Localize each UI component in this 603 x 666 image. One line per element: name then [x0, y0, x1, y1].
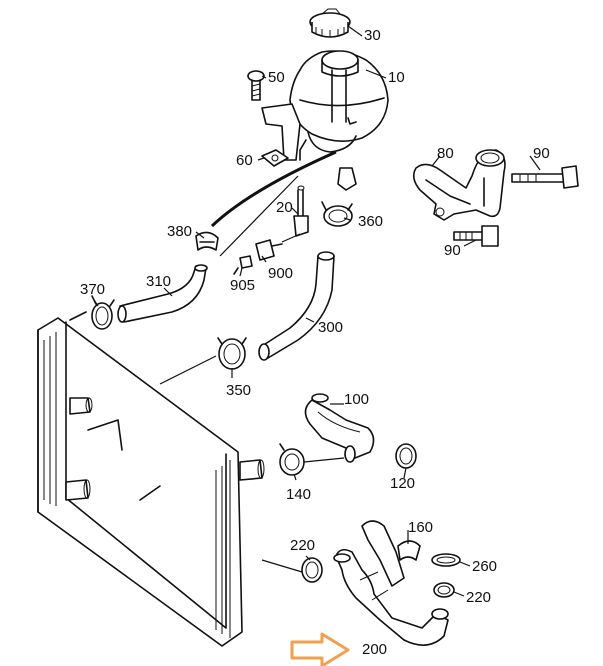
label-300: 300	[318, 319, 343, 336]
part-220-o-ring-right[interactable]	[433, 582, 455, 598]
label-60: 60	[236, 152, 253, 169]
part-120-o-ring[interactable]	[395, 443, 417, 469]
part-310-hose[interactable]	[117, 264, 208, 323]
label-50: 50	[268, 69, 285, 86]
part-30-reservoir-cap[interactable]	[309, 8, 351, 38]
label-80: 80	[437, 145, 454, 162]
label-30: 30	[364, 27, 381, 44]
label-900: 900	[268, 265, 293, 282]
label-220-right: 220	[466, 589, 491, 606]
label-260: 260	[472, 558, 497, 575]
part-900-sensor[interactable]	[255, 239, 283, 261]
part-220-o-ring-left[interactable]	[301, 557, 323, 583]
label-100: 100	[344, 391, 369, 408]
label-120: 120	[390, 475, 415, 492]
part-90-bolt-short[interactable]	[453, 225, 499, 247]
part-260-clamp[interactable]	[431, 553, 461, 567]
part-905-plug[interactable]	[233, 255, 253, 275]
radiator-core[interactable]	[37, 311, 265, 647]
part-100-hose[interactable]	[304, 393, 375, 463]
label-200: 200	[362, 641, 387, 658]
part-10-expansion-tank[interactable]	[261, 50, 389, 191]
label-360: 360	[358, 213, 383, 230]
label-160: 160	[408, 519, 433, 536]
label-350: 350	[226, 382, 251, 399]
part-360-clamp[interactable]	[321, 201, 353, 227]
part-20-level-sensor[interactable]	[293, 185, 309, 237]
highlight-arrow	[290, 632, 350, 666]
part-300-hose[interactable]	[258, 251, 335, 361]
part-labels: 30 10 50 60 80 90 90 20 360 380 900 905 …	[80, 27, 550, 658]
part-160-clamp[interactable]	[397, 540, 421, 561]
label-90-top: 90	[533, 145, 550, 162]
part-90-bolt-long[interactable]	[511, 165, 579, 189]
part-380-clip[interactable]	[195, 231, 219, 251]
part-60-nut-plate[interactable]	[261, 149, 289, 167]
label-10: 10	[388, 69, 405, 86]
leader-lines	[93, 25, 541, 597]
label-380: 380	[167, 223, 192, 240]
label-370: 370	[80, 281, 105, 298]
label-220-left: 220	[290, 537, 315, 554]
label-90-bottom: 90	[444, 242, 461, 259]
part-350-clamp[interactable]	[217, 337, 247, 370]
label-905: 905	[230, 277, 255, 294]
label-20: 20	[276, 199, 293, 216]
part-140-clamp[interactable]	[279, 443, 305, 476]
sensor-cable	[210, 150, 337, 228]
label-310: 310	[146, 273, 171, 290]
part-80-coolant-housing[interactable]	[412, 149, 506, 221]
part-50-bolt[interactable]	[247, 70, 265, 101]
label-140: 140	[286, 486, 311, 503]
part-200-lower-hose[interactable]	[333, 520, 449, 646]
